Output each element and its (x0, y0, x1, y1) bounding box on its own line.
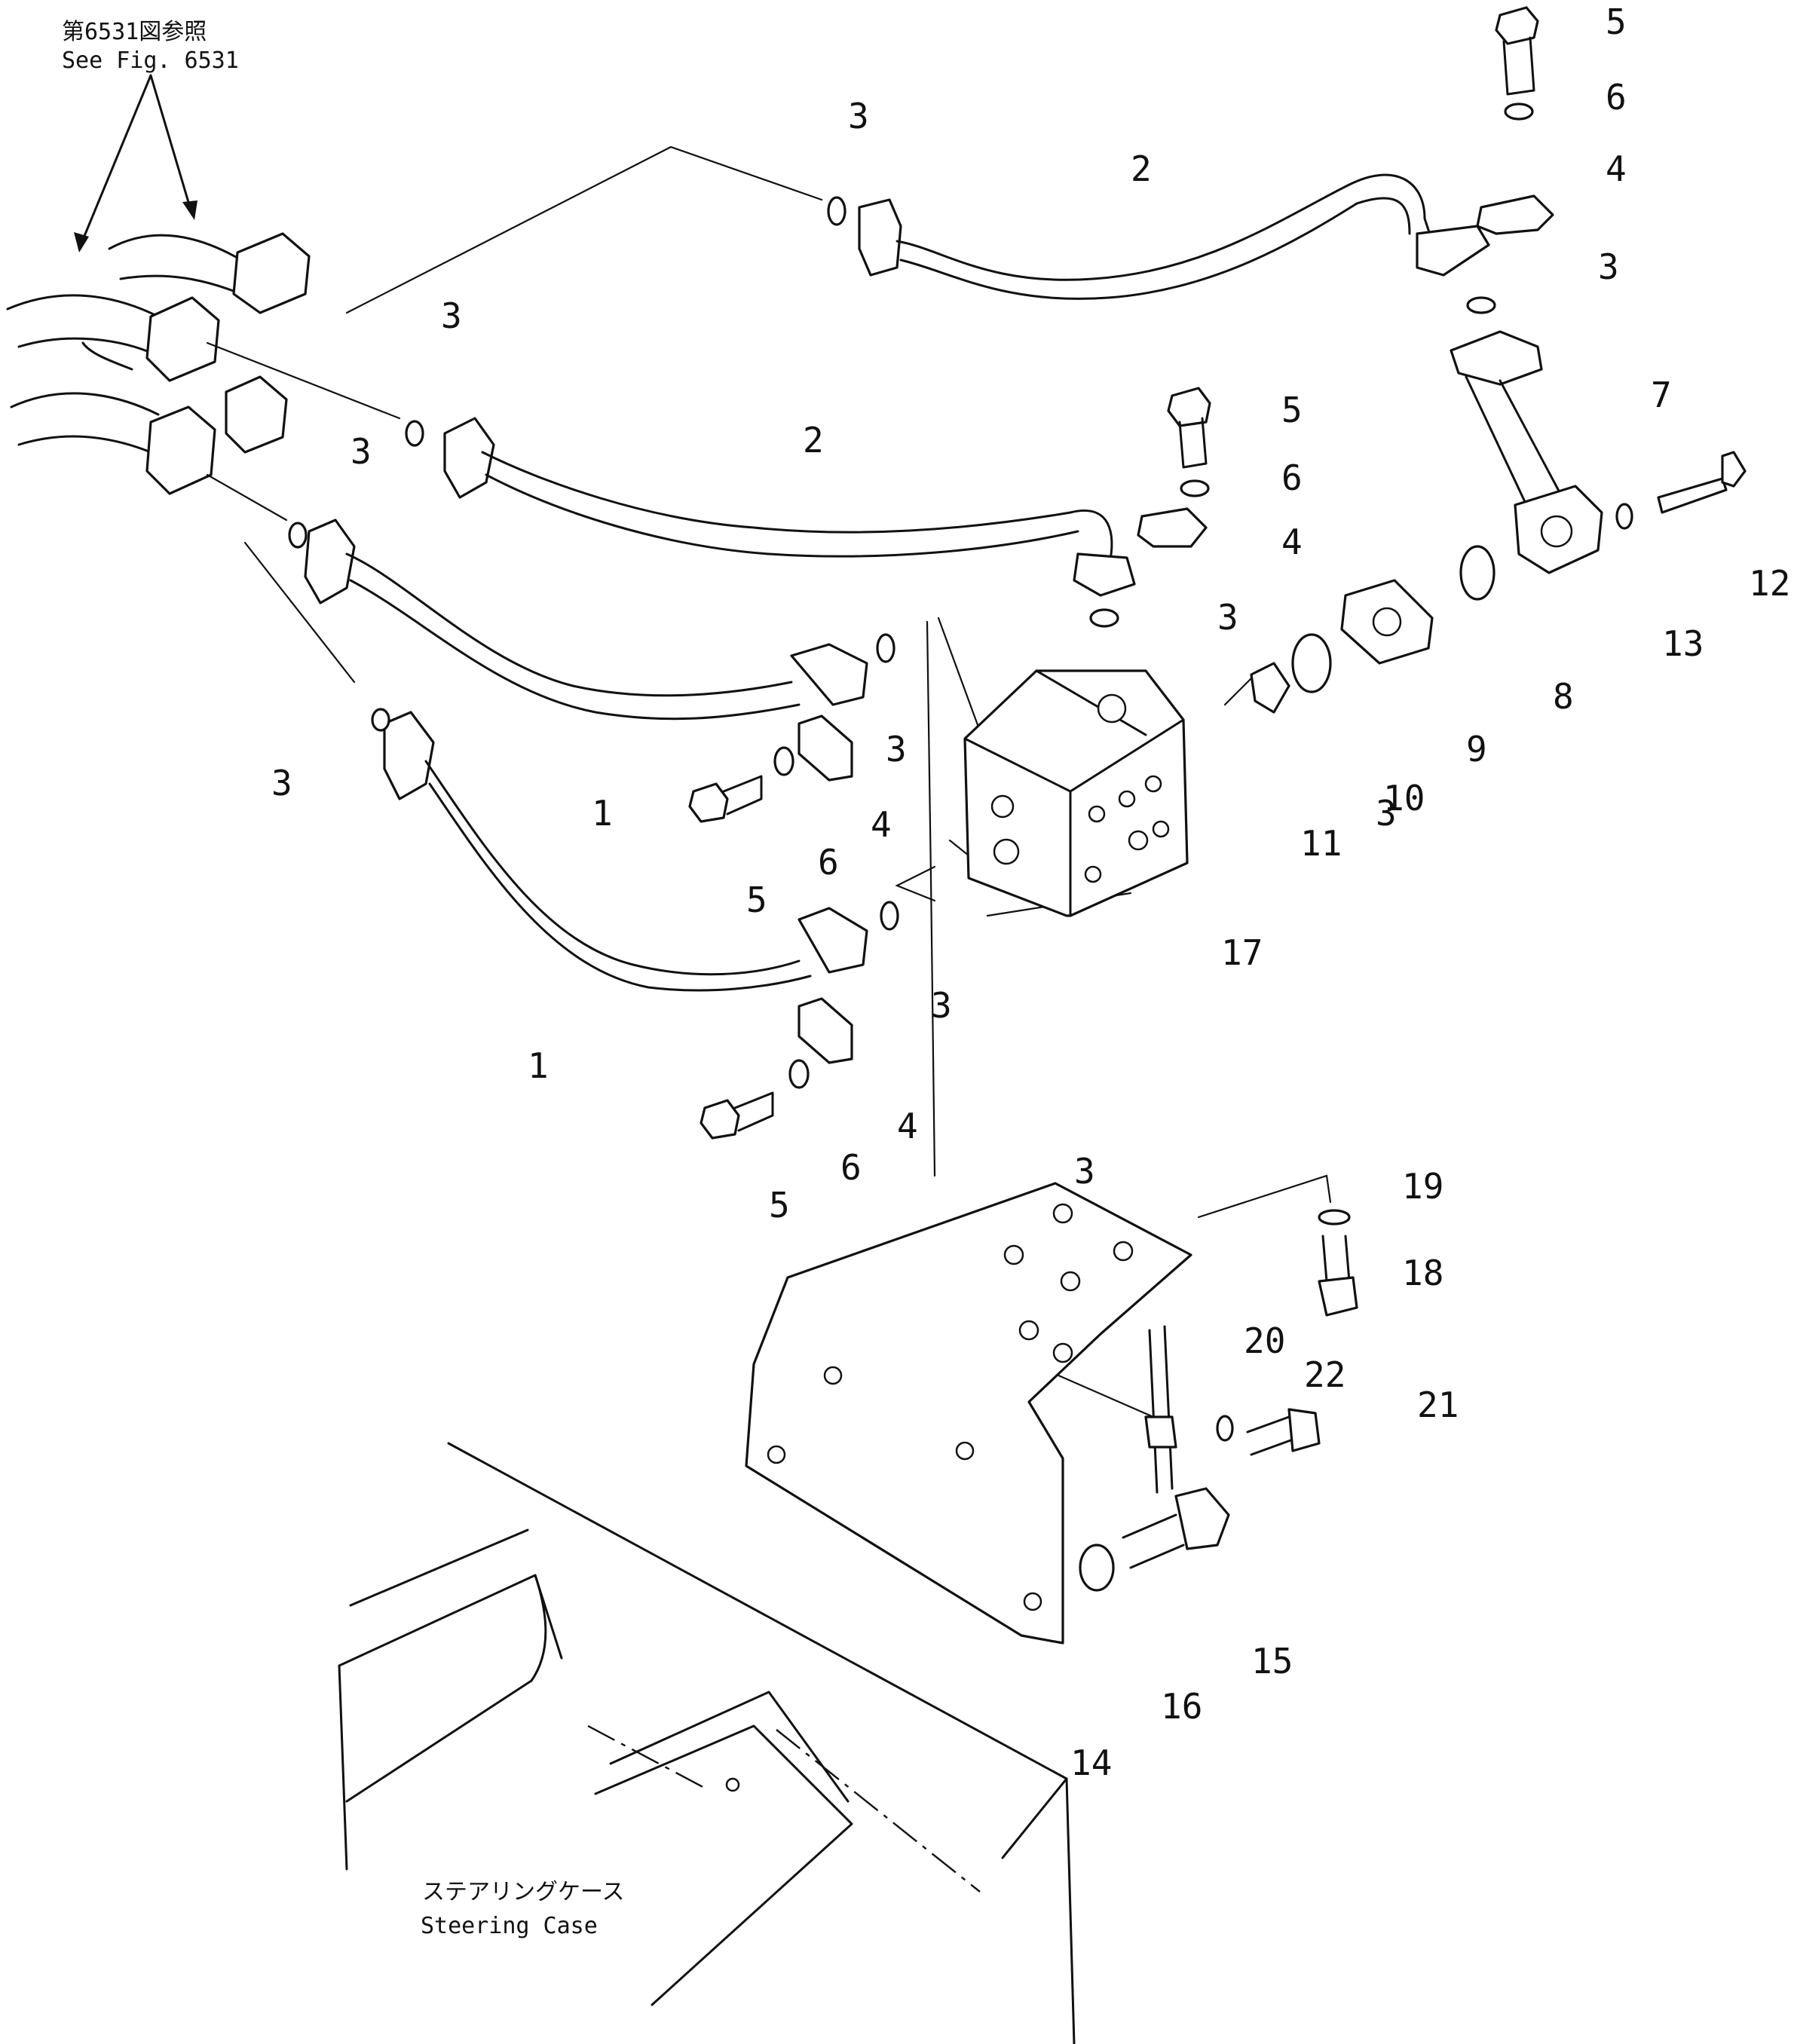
callout: 1 (528, 1045, 549, 1086)
fasteners-top-right (1476, 6, 1554, 235)
callout: 3 (351, 431, 372, 472)
callout: 5 (1281, 390, 1303, 430)
callout: 20 (1244, 1320, 1285, 1361)
hose-2-middle (443, 417, 1136, 597)
steering-case-label-english: Steering Case (421, 1913, 598, 1939)
callout: 2 (1131, 148, 1152, 189)
callout: 3 (1598, 246, 1619, 287)
callout: 3 (931, 985, 952, 1026)
callout: 11 (1300, 823, 1342, 864)
bracket-fasteners (1079, 1209, 1358, 1592)
callout: 3 (441, 295, 462, 336)
callout: 21 (1417, 1385, 1459, 1425)
callout: 9 (1466, 729, 1487, 770)
callout: 6 (818, 842, 839, 883)
o-rings (288, 196, 1496, 931)
valve-block (963, 669, 1189, 917)
callout: 5 (746, 880, 767, 920)
callout: 4 (1606, 148, 1627, 189)
fasteners-middle (1137, 387, 1211, 548)
callout: 10 (1383, 778, 1425, 819)
callout: 2 (803, 420, 824, 461)
callout: 8 (1553, 676, 1574, 717)
callout-numbers: 1 1 2 2 3 3 3 3 3 3 3 3 3 3 4 4 4 4 5 5 … (271, 2, 1790, 1783)
callout: 18 (1402, 1253, 1443, 1293)
hose-1-upper (304, 519, 868, 721)
callout: 22 (1304, 1354, 1346, 1395)
figure-reference-english: See Fig. 6531 (62, 47, 239, 74)
callout: 1 (592, 793, 613, 834)
callout: 4 (897, 1106, 918, 1146)
hose-2-top (858, 173, 1490, 300)
callout: 4 (871, 804, 892, 845)
bracket (745, 1182, 1192, 1645)
callout: 6 (1281, 457, 1303, 498)
callout: 5 (769, 1185, 790, 1225)
steering-case-outline (338, 1442, 1076, 2044)
callout: 17 (1221, 932, 1263, 973)
callout: 6 (1606, 77, 1627, 118)
callout: 3 (1074, 1151, 1095, 1192)
callout: 12 (1749, 563, 1790, 604)
callout: 3 (1217, 597, 1238, 638)
callout: 4 (1281, 522, 1303, 562)
callout: 3 (886, 729, 907, 770)
hose-1-lower (383, 711, 868, 992)
callout: 19 (1402, 1166, 1443, 1207)
callout: 7 (1651, 375, 1672, 415)
steering-case-label-japanese: ステアリングケース (422, 1879, 625, 1905)
callout: 3 (271, 763, 292, 803)
callout: 14 (1070, 1743, 1112, 1783)
callout: 3 (848, 96, 869, 136)
callout: 13 (1662, 623, 1704, 664)
callout: 16 (1161, 1686, 1202, 1727)
callout: 3 (1376, 793, 1397, 834)
fasteners-left-middle (688, 714, 853, 823)
fasteners-left-lower (700, 997, 853, 1140)
figure-reference-japanese: 第6531図参照 (62, 19, 207, 45)
incoming-hoses (6, 232, 311, 495)
callout: 5 (1606, 2, 1627, 42)
side-connector-assembly (1250, 330, 1747, 714)
reference-arrows (74, 74, 197, 252)
callout: 6 (840, 1147, 862, 1188)
callout: 15 (1251, 1641, 1293, 1681)
